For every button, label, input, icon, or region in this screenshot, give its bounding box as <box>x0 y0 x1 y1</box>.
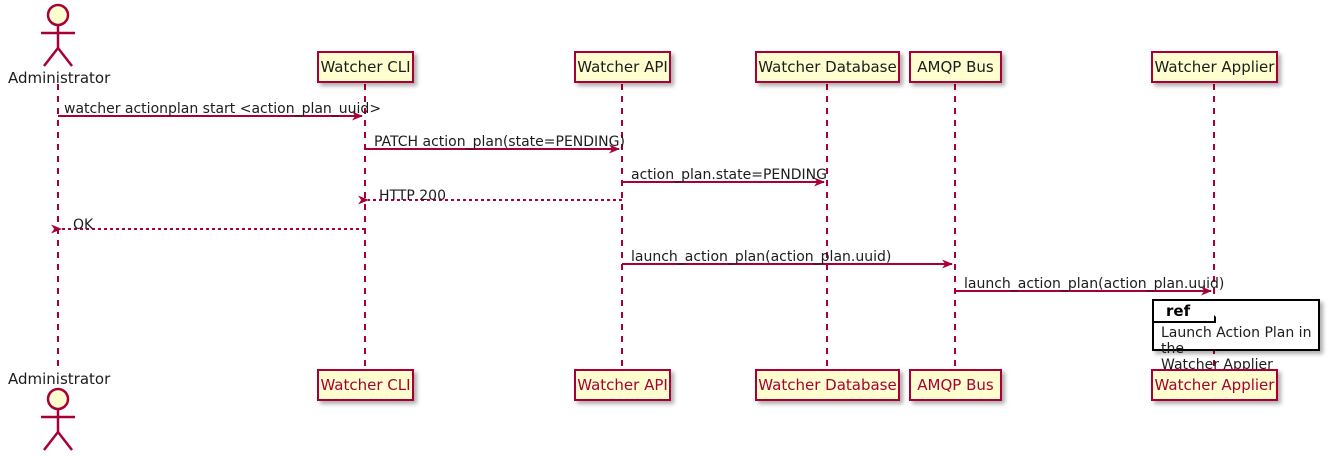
actor-label-administrator-top: Administrator <box>8 69 111 87</box>
participant-box-amqp-bus-top[interactable]: AMQP Bus <box>909 51 1002 83</box>
message-label-patch-action-plan: PATCH action_plan(state=PENDING) <box>374 134 625 150</box>
lifelines <box>57 84 1215 372</box>
participant-box-watcher-api-top[interactable]: Watcher API <box>574 51 671 83</box>
actor-figure-bottom <box>41 387 75 451</box>
actor-figure-top <box>41 3 75 67</box>
participant-label-watcher-cli: Watcher CLI <box>320 57 411 76</box>
message-label-action-plan-state-pending: action_plan.state=PENDING <box>631 167 827 183</box>
participant-box-watcher-applier-top[interactable]: Watcher Applier <box>1151 51 1278 83</box>
message-label-launch-action-plan-amqp: launch_action_plan(action_plan.uuid) <box>631 249 892 265</box>
participant-box-watcher-database-bottom[interactable]: Watcher Database <box>755 369 900 401</box>
participant-label-watcher-applier: Watcher Applier <box>1154 375 1275 394</box>
message-label-launch-action-plan-applier: launch_action_plan(action_plan.uuid) <box>964 276 1225 292</box>
participant-label-watcher-database: Watcher Database <box>758 57 897 76</box>
participant-box-watcher-cli-top[interactable]: Watcher CLI <box>317 51 414 83</box>
participant-box-watcher-applier-bottom[interactable]: Watcher Applier <box>1151 369 1278 401</box>
participant-box-amqp-bus-bottom[interactable]: AMQP Bus <box>909 369 1002 401</box>
participant-box-watcher-database-top[interactable]: Watcher Database <box>755 51 900 83</box>
ref-fragment-launch-action-plan[interactable]: ref Launch Action Plan in the Watcher Ap… <box>1152 299 1320 373</box>
participant-box-watcher-cli-bottom[interactable]: Watcher CLI <box>317 369 414 401</box>
participant-label-watcher-cli: Watcher CLI <box>320 375 411 394</box>
message-label-ok: OK <box>73 217 94 233</box>
participant-label-watcher-applier: Watcher Applier <box>1154 57 1275 76</box>
participant-label-watcher-api: Watcher API <box>577 57 668 76</box>
message-label-http-200: HTTP 200 <box>379 188 446 204</box>
ref-body-line-1: Launch Action Plan in the <box>1161 325 1312 357</box>
participant-box-watcher-api-bottom[interactable]: Watcher API <box>574 369 671 401</box>
message-label-watcher-actionplan-start: watcher actionplan start <action_plan_uu… <box>64 101 382 117</box>
ref-body: Launch Action Plan in the Watcher Applie… <box>1161 325 1319 373</box>
participant-label-watcher-api: Watcher API <box>577 375 668 394</box>
ref-tab-label: ref <box>1166 302 1191 320</box>
participant-label-amqp-bus: AMQP Bus <box>917 57 994 76</box>
actor-label-administrator-bottom: Administrator <box>8 370 111 388</box>
participant-label-amqp-bus: AMQP Bus <box>917 375 994 394</box>
participant-label-watcher-database: Watcher Database <box>758 375 897 394</box>
message-arrows <box>51 111 1212 296</box>
